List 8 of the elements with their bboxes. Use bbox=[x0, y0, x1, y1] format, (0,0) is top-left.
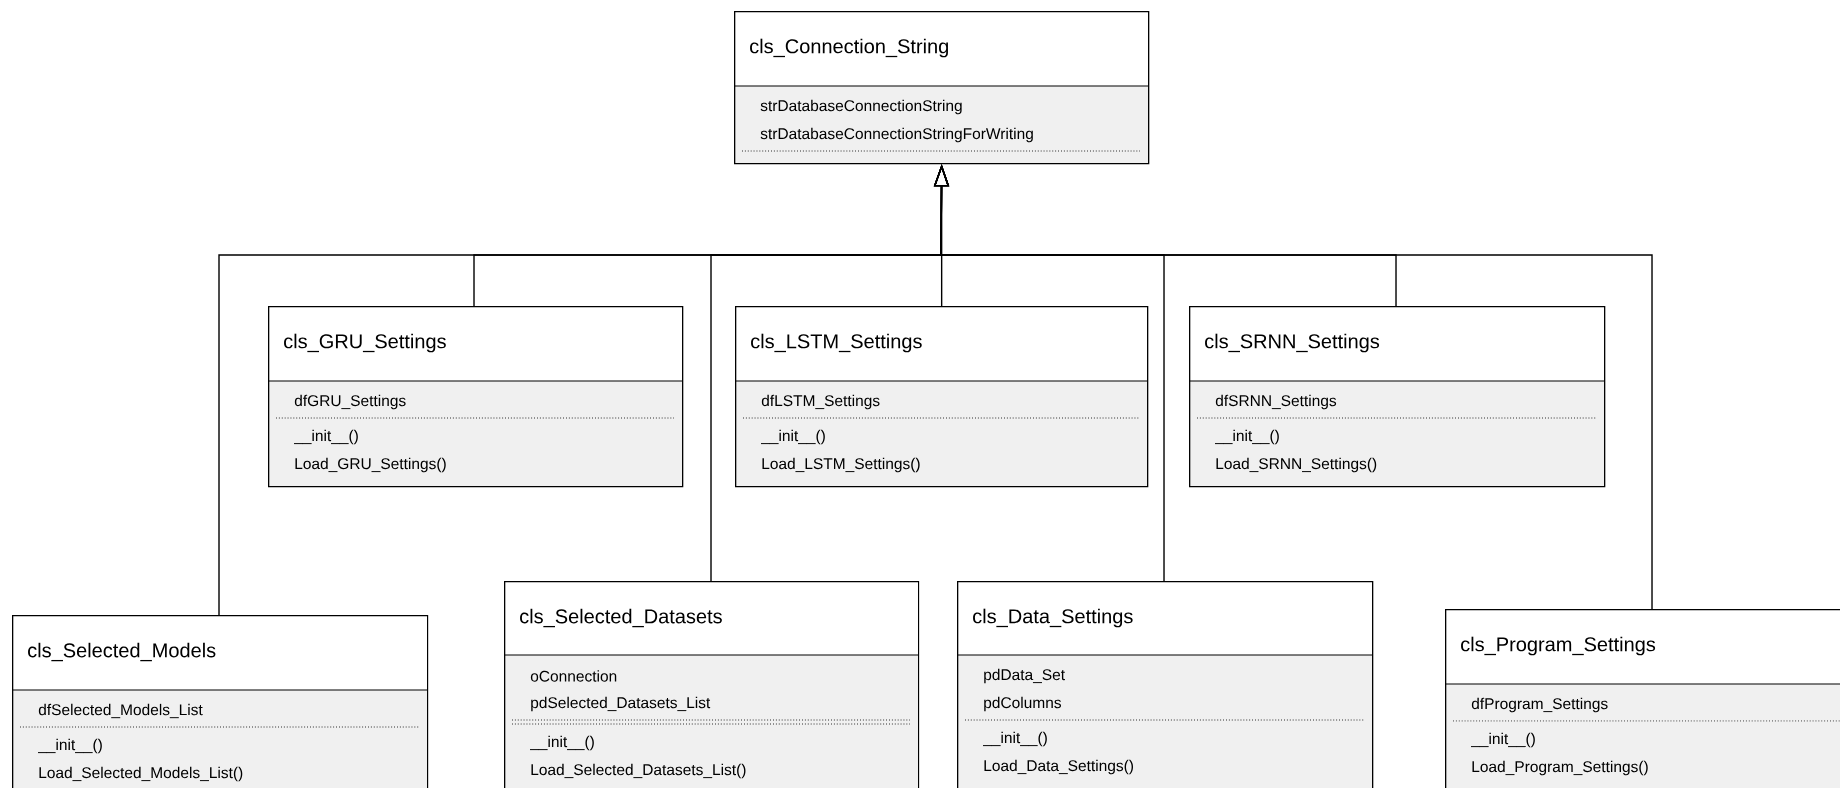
class-box: cls_SRNN_Settings dfSRNN_Settings __init__() Load_SRNN_Settings() bbox=[1188, 306, 1606, 488]
class-box: cls_Connection_String strDatabaseConnectionString strDatabaseConnectionStringForWriting bbox=[733, 11, 1150, 165]
class-box: cls_Data_Settings pdData_Set pdColumns __init__() Load_Data_Settings() bbox=[956, 581, 1374, 788]
class-box: cls_Selected_Datasets oConnection pdSelected_Datasets_List __init__() Load_Selected_Datasets_List() bbox=[503, 581, 920, 788]
class-box: cls_GRU_Settings dfGRU_Settings __init__() Load_GRU_Settings() bbox=[267, 306, 684, 488]
class-box: cls_LSTM_Settings dfLSTM_Settings __init__() Load_LSTM_Settings() bbox=[734, 306, 1149, 488]
class-box: cls_Program_Settings dfProgram_Settings __init__() Load_Program_Settings() bbox=[1444, 609, 1840, 788]
class-box: cls_Selected_Models dfSelected_Models_List __init__() Load_Selected_Models_List() bbox=[11, 615, 429, 788]
